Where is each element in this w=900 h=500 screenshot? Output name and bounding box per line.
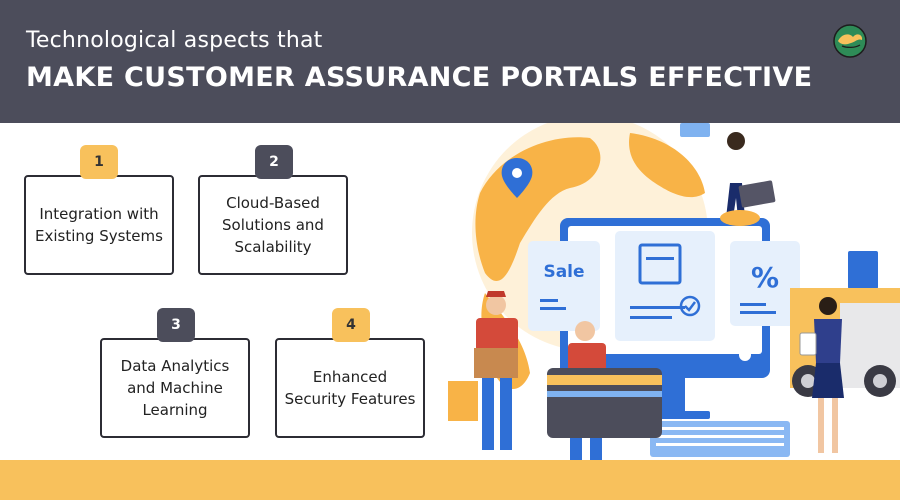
feature-card-integration: Integration with Existing Systems: [24, 175, 174, 275]
delivery-man-figure: [448, 291, 518, 450]
check-circle-icon: [679, 295, 701, 317]
feature-card-cloud: Cloud-Based Solutions and Scalability: [198, 175, 348, 275]
feature-card-security: Enhanced Security Features: [275, 338, 425, 438]
feature-number-badge: 3: [157, 308, 195, 342]
feature-card-text: Data Analytics and Machine Learning: [120, 357, 230, 419]
header-subtitle: Technological aspects that: [26, 28, 323, 53]
feature-number-badge: 4: [332, 308, 370, 342]
header-banner: Technological aspects that MAKE CUSTOMER…: [0, 0, 900, 123]
map-pin-icon: [501, 158, 533, 198]
sale-label: Sale: [543, 262, 584, 282]
woman-with-laptop-figure: [718, 132, 776, 226]
discount-panel: %: [730, 241, 800, 326]
man-with-card-figure: [547, 321, 662, 460]
feature-card-text: Cloud-Based Solutions and Scalability: [222, 194, 324, 256]
feature-card-text: Integration with Existing Systems: [35, 205, 163, 245]
feature-number-badge: 1: [80, 145, 118, 179]
chat-bubble-icon: [848, 251, 878, 289]
feature-number-badge: 2: [255, 145, 293, 179]
package-box-icon: [474, 348, 518, 378]
sale-panel: Sale: [528, 241, 600, 331]
footer-bar: [0, 460, 900, 500]
leaf-globe-logo-icon: [833, 24, 867, 58]
customer-portal-illustration: Sale %: [448, 123, 900, 460]
percent-icon: %: [751, 261, 779, 294]
chat-bubble-icon: [680, 123, 710, 137]
feature-card-analytics: Data Analytics and Machine Learning: [100, 338, 250, 438]
feature-card-text: Enhanced Security Features: [284, 368, 416, 408]
woman-with-tablet-figure: [799, 297, 844, 453]
header-title: MAKE CUSTOMER ASSURANCE PORTALS EFFECTIV…: [26, 62, 813, 93]
credit-card-icon: [547, 368, 662, 438]
tablet-icon: [799, 332, 817, 356]
checkout-panel: [615, 231, 715, 341]
